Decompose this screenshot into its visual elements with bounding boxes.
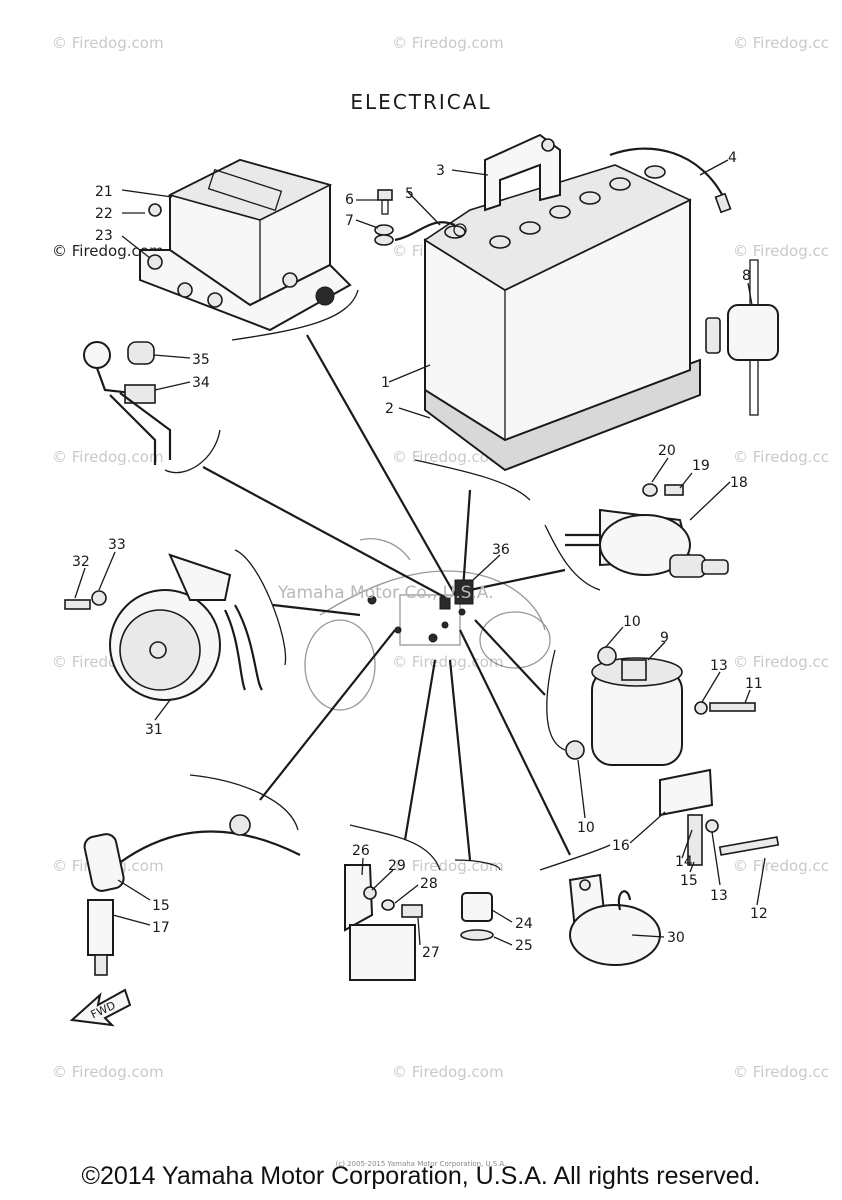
connector [439, 596, 451, 610]
fine-print: (c) 2005-2015 Yamaha Motor Corporation, … [335, 1160, 507, 1168]
watermark: © Firedog.cc [733, 242, 830, 260]
callout-16: 16 [612, 838, 630, 854]
ignition-coil [565, 646, 780, 866]
page-title: ELECTRICAL [350, 90, 492, 114]
callout-17: 17 [152, 920, 170, 936]
horn [64, 553, 263, 701]
callout-23: 23 [95, 228, 113, 244]
callout-22: 22 [95, 206, 113, 222]
connector [458, 608, 466, 616]
battery-lead [374, 189, 467, 246]
condenser [568, 873, 661, 966]
watermark: © Firedog.com [52, 1063, 164, 1081]
callout-leaders [74, 159, 766, 946]
callout-15: 15 [152, 898, 170, 914]
watermark: © Firedog.com [392, 653, 504, 671]
watermark: © Firedog.cc [733, 857, 830, 875]
watermark: © Firedog.com [392, 34, 504, 52]
callout-9: 9 [660, 630, 669, 646]
group-brackets [164, 289, 611, 871]
callout-13: 13 [710, 888, 728, 904]
callout-26: 26 [352, 843, 370, 859]
callout-35: 35 [192, 352, 210, 368]
callout-4: 4 [728, 150, 737, 166]
connector [394, 626, 402, 634]
callout-3: 3 [436, 163, 445, 179]
callout-15: 15 [680, 873, 698, 889]
callout-19: 19 [692, 458, 710, 474]
callout-13: 13 [710, 658, 728, 674]
callout-10: 10 [623, 614, 641, 630]
starter-relay [565, 483, 729, 578]
watermark: © Firedog.cc [733, 34, 830, 52]
callout-5: 5 [405, 186, 414, 202]
callout-14: 14 [675, 854, 693, 870]
center-watermark: Yamaha Motor Co., U.S.A. [278, 583, 494, 603]
watermark: © Firedog.cc [733, 448, 830, 466]
callout-12: 12 [750, 906, 768, 922]
harness-lines [202, 334, 571, 861]
callout-18: 18 [730, 475, 748, 491]
callout-32: 32 [72, 554, 90, 570]
callout-8: 8 [742, 268, 751, 284]
callout-30: 30 [667, 930, 685, 946]
callout-2: 2 [385, 401, 394, 417]
callout-27: 27 [422, 945, 440, 961]
callout-1: 1 [381, 375, 390, 391]
callout-11: 11 [745, 676, 763, 692]
connector [441, 621, 449, 629]
motorcycle-outline [304, 538, 551, 711]
connector [428, 633, 438, 643]
watermark: © Firedog.cc [733, 1063, 830, 1081]
callout-33: 33 [108, 537, 126, 553]
callout-31: 31 [145, 722, 163, 738]
flasher-relay [344, 864, 423, 981]
callout-20: 20 [658, 443, 676, 459]
connector [367, 595, 377, 605]
callout-21: 21 [95, 184, 113, 200]
callout-36: 36 [492, 542, 510, 558]
callout-24: 24 [515, 916, 533, 932]
callout-6: 6 [345, 192, 354, 208]
callout-labels: 1 2 3 4 5 6 7 8 9 10 10 11 12 13 13 14 1… [72, 150, 768, 961]
copyright-footer: ©2014 Yamaha Motor Corporation, U.S.A. A… [81, 1162, 761, 1190]
callout-34: 34 [192, 375, 210, 391]
callout-10: 10 [577, 820, 595, 836]
watermark: © Firedog.com [392, 1063, 504, 1081]
connector-cap [83, 341, 172, 465]
battery [423, 133, 732, 472]
fwd-arrow-icon: FWD [69, 988, 132, 1027]
neutral-switch [460, 892, 494, 941]
watermark: © Firedog.cc [733, 653, 830, 671]
watermark: © Firedog.com [52, 34, 164, 52]
callout-7: 7 [345, 213, 354, 229]
fuse-holder [705, 259, 779, 416]
watermark: © Firedog.com [52, 448, 164, 466]
voltage-regulator [139, 158, 352, 332]
callout-25: 25 [515, 938, 533, 954]
callout-28: 28 [420, 876, 438, 892]
spark-plug-lead [83, 814, 301, 976]
callout-29: 29 [388, 858, 406, 874]
junction-block [454, 579, 474, 605]
